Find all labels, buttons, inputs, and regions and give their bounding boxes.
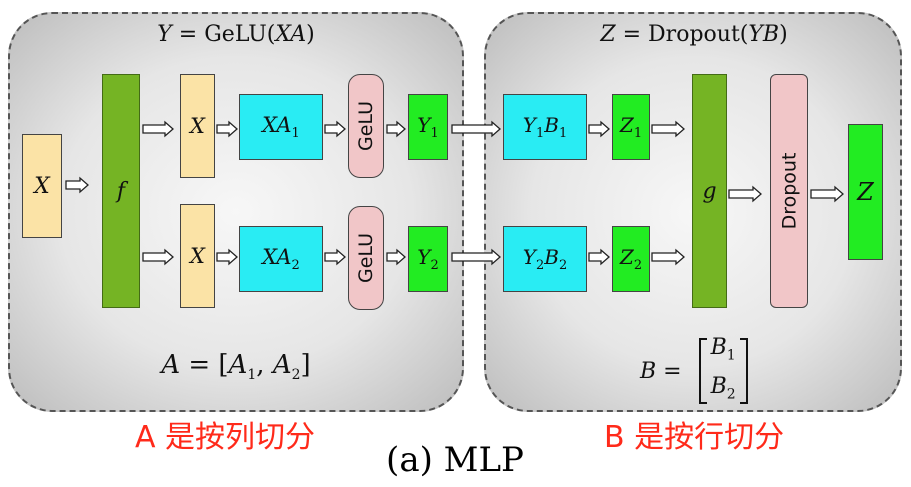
xa1-label: XA1 (262, 112, 300, 142)
matrix-right-bracket (739, 338, 748, 405)
g-operator-label: g (702, 178, 717, 204)
dropout-label: Dropout (778, 152, 801, 230)
arrow-x-to-xa1 (216, 120, 238, 138)
panel-a-formula: Y = GeLU(XA) (157, 22, 315, 47)
gelu-top-label: GeLU (355, 101, 377, 151)
arrow-z2-to-g (651, 248, 685, 266)
g-operator-box: g (692, 74, 727, 308)
panel-a-column-parallel (8, 12, 464, 412)
x-bottom-label: X (190, 244, 205, 268)
arrow-group (65, 120, 844, 266)
x-top-box: X (180, 74, 215, 178)
arrow-dropout-to-z (810, 185, 844, 203)
z2-label: Z2 (619, 245, 643, 273)
arrow-xa2-to-gelu (324, 248, 346, 266)
y2b2-label: Y2B2 (522, 245, 568, 273)
f-operator-box: f (102, 74, 140, 308)
gelu-bottom-box: GeLU (348, 206, 384, 310)
output-z-label: Z (857, 178, 874, 206)
y1-label: Y1 (417, 113, 439, 141)
x-bottom-box: X (180, 204, 215, 308)
arrow-f-to-x-bottom (142, 248, 174, 266)
arrow-x-to-xa2 (216, 248, 238, 266)
y1-box: Y1 (408, 94, 448, 160)
y2-label: Y2 (417, 245, 439, 273)
panel-a-partition: A = [A1, A2] (161, 350, 311, 384)
matrix-column: B1 B2 (710, 335, 736, 403)
xa1-box: XA1 (239, 94, 323, 160)
dropout-box: Dropout (770, 74, 808, 308)
y1b1-box: Y1B1 (503, 94, 587, 160)
f-operator-label: f (116, 178, 126, 204)
panel-b-partition: B = B1 B2 (640, 332, 748, 411)
arrow-y2b2-to-z2 (588, 248, 610, 266)
arrow-y1-to-y1b1 (451, 120, 501, 138)
gelu-top-box: GeLU (348, 74, 384, 178)
output-z-box: Z (848, 124, 883, 260)
z1-box: Z1 (612, 94, 650, 160)
xa2-box: XA2 (239, 226, 323, 292)
arrow-f-to-x-top (142, 120, 174, 138)
z2-box: Z2 (612, 226, 650, 292)
arrow-g-to-dropout (728, 185, 762, 203)
gelu-bottom-label: GeLU (355, 233, 377, 283)
panel-b-caption: B 是按行切分 (604, 420, 785, 455)
input-x-box: X (22, 134, 62, 238)
arrow-y2-to-y2b2 (451, 248, 501, 266)
panel-b-formula: Z = Dropout(YB) (600, 22, 788, 47)
arrow-y1b1-to-z1 (588, 120, 610, 138)
y1b1-label: Y1B1 (522, 113, 568, 141)
y2b2-box: Y2B2 (503, 226, 587, 292)
arrow-gelu-to-y1 (386, 120, 406, 138)
xa2-label: XA2 (262, 244, 300, 274)
arrow-xa1-to-gelu (324, 120, 346, 138)
figure-caption: (a) MLP (386, 440, 524, 480)
panel-a-caption: A 是按列切分 (135, 420, 316, 455)
arrow-x-to-f (65, 176, 89, 194)
x-top-label: X (190, 114, 205, 138)
matrix-left-bracket (698, 338, 707, 405)
arrow-z1-to-g (651, 120, 685, 138)
z1-label: Z1 (619, 113, 643, 141)
input-x-label: X (34, 173, 50, 199)
y2-box: Y2 (408, 226, 448, 292)
arrow-gelu-to-y2 (386, 248, 406, 266)
